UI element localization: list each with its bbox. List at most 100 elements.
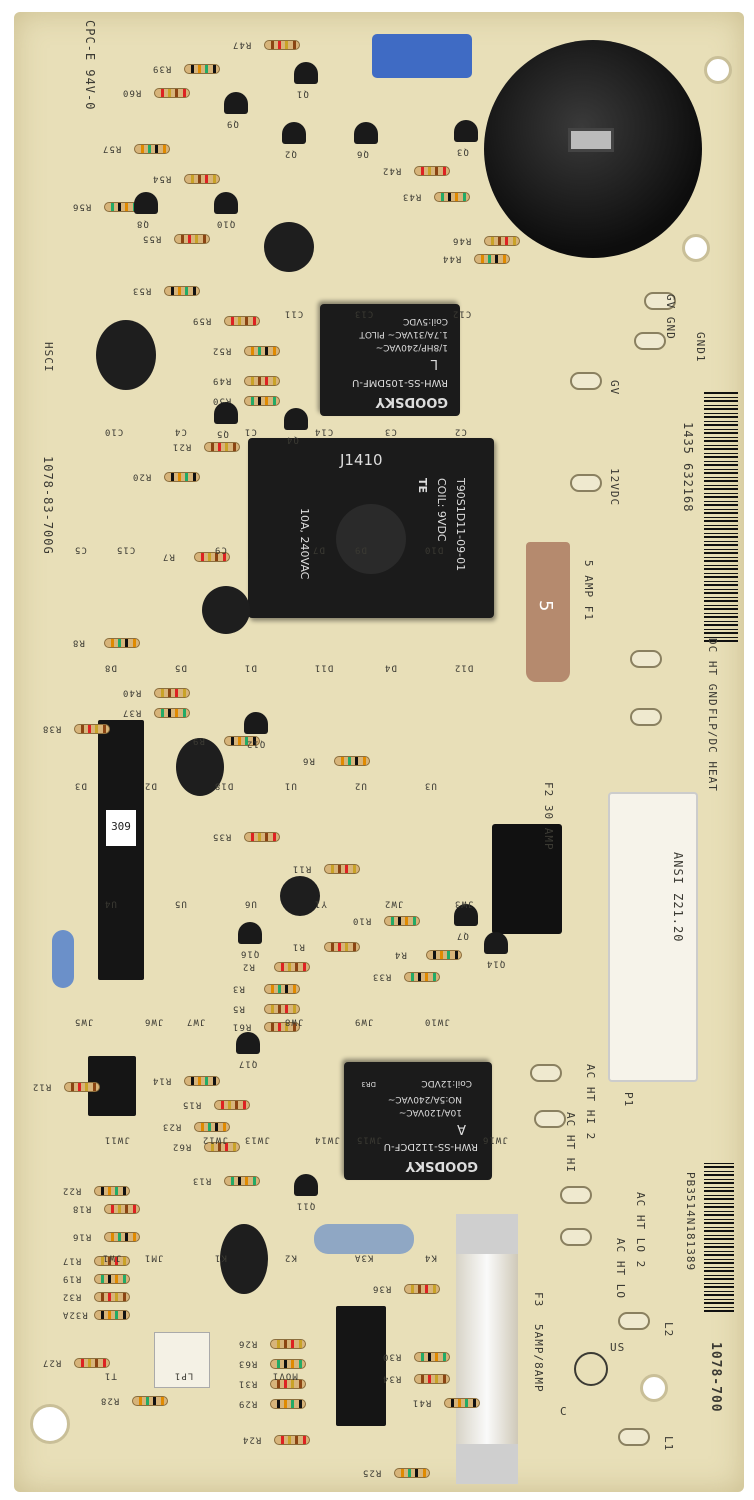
resistor-r15	[197, 1100, 267, 1110]
resistor-r54	[167, 174, 237, 184]
resistor-r44	[457, 254, 527, 264]
color-band	[183, 709, 186, 717]
color-band	[115, 1257, 118, 1265]
transistor-q3	[454, 120, 478, 142]
silk-ref-label: Q2	[284, 148, 297, 159]
resistor-r4	[409, 950, 479, 960]
fuse-cap	[456, 1214, 518, 1254]
color-band	[253, 1177, 256, 1185]
terminal-pad[interactable]	[630, 650, 662, 668]
color-band	[265, 347, 268, 355]
color-band	[168, 89, 171, 97]
terminal-pad[interactable]	[634, 332, 666, 350]
silk-ref-label: R21	[172, 441, 192, 452]
color-band	[277, 1340, 280, 1348]
terminal-label: L2	[662, 1322, 675, 1338]
color-band	[428, 1353, 431, 1361]
terminal-pad[interactable]	[560, 1186, 592, 1204]
terminal-pad[interactable]	[570, 372, 602, 390]
color-band	[111, 639, 114, 647]
silk-rating: CPC-E 94V-0	[83, 20, 97, 111]
silk-ref-label: D2	[144, 780, 157, 791]
silk-ref-label: C1	[244, 426, 257, 437]
color-band	[208, 553, 211, 561]
color-band	[271, 985, 274, 993]
resistor-r59	[207, 316, 277, 326]
color-band	[101, 1187, 104, 1195]
silk-ref-label: R52	[212, 345, 232, 356]
transistor-q17	[236, 1032, 260, 1054]
color-band	[238, 1177, 241, 1185]
silk-ref-label: K1	[214, 1252, 227, 1263]
color-band	[213, 65, 216, 73]
color-band	[218, 1143, 221, 1151]
color-band	[133, 1205, 136, 1213]
silk-ref-label: R6	[302, 755, 315, 766]
color-band	[273, 377, 276, 385]
terminal-pad[interactable]	[644, 292, 676, 310]
color-band	[183, 689, 186, 697]
color-band	[295, 963, 298, 971]
silk-ref-label: R5	[232, 1003, 245, 1014]
terminal-label: AC HT HI 2	[584, 1064, 597, 1141]
silk-ref-label: R12	[32, 1081, 52, 1092]
color-band	[178, 473, 181, 481]
silk-ref-label: R34	[382, 1373, 402, 1384]
resistor-r49	[227, 376, 297, 386]
silk-ref-label: R30	[382, 1351, 402, 1362]
color-band	[291, 1360, 294, 1368]
relay-coil: Coil:12VDC	[421, 1078, 472, 1088]
silk-ref-label: Q16	[240, 948, 260, 959]
color-band	[488, 255, 491, 263]
resistor-r33	[387, 972, 457, 982]
barcode	[704, 392, 738, 642]
color-band	[458, 1399, 461, 1407]
connector-p1	[608, 792, 698, 1082]
terminal-pad[interactable]	[570, 474, 602, 492]
color-band	[285, 1023, 288, 1031]
silk-ref-label: Q14	[486, 958, 506, 969]
silk-ref-label: R8	[72, 637, 85, 648]
terminal-pad[interactable]	[630, 708, 662, 726]
color-band	[191, 65, 194, 73]
silk-ref-label: R33	[372, 971, 392, 982]
terminal-label: FLP/DC HEAT	[706, 708, 719, 792]
color-band	[273, 347, 276, 355]
silk-ref-label: U2	[354, 780, 367, 791]
color-band	[78, 1083, 81, 1091]
color-band	[455, 951, 458, 959]
silk-ref-label: R54	[152, 173, 172, 184]
terminal-pad[interactable]	[530, 1064, 562, 1082]
silk-ref-label: R17	[62, 1255, 82, 1266]
color-band	[288, 1436, 291, 1444]
resistor-r24	[314, 1224, 414, 1254]
silk-fuse-f3: F3	[532, 1292, 545, 1308]
terminal-pad[interactable]	[618, 1312, 650, 1330]
color-band	[345, 865, 348, 873]
color-band	[355, 757, 358, 765]
resistor-r42	[397, 166, 467, 176]
color-band	[233, 1143, 236, 1151]
color-band	[433, 973, 436, 981]
color-band	[195, 235, 198, 243]
color-band	[338, 943, 341, 951]
terminal-pad[interactable]	[534, 1110, 566, 1128]
terminal-pad[interactable]	[560, 1228, 592, 1246]
color-band	[125, 639, 128, 647]
color-band	[451, 1399, 454, 1407]
color-band	[421, 1375, 424, 1383]
color-band	[161, 709, 164, 717]
mounting-hole	[682, 234, 710, 262]
terminal-label: 12VDC	[608, 468, 621, 507]
terminal-pad[interactable]	[618, 1428, 650, 1446]
color-band	[391, 917, 394, 925]
color-band	[146, 1397, 149, 1405]
color-band	[213, 175, 216, 183]
color-band	[103, 725, 106, 733]
color-band	[273, 833, 276, 841]
color-band	[115, 1187, 118, 1195]
color-band	[193, 287, 196, 295]
color-band	[213, 1077, 216, 1085]
resistor-r23	[177, 1122, 247, 1132]
color-band	[175, 89, 178, 97]
